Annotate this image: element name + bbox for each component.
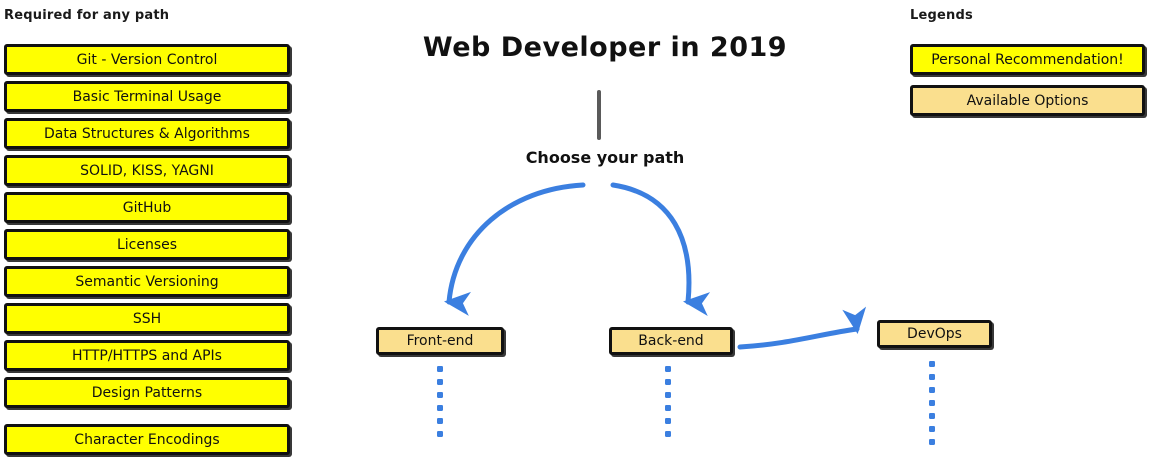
arrow-to-back-end bbox=[610, 182, 711, 316]
path-box-front-end[interactable]: Front-end bbox=[376, 327, 504, 355]
dotted-continuation-front-end bbox=[437, 366, 443, 437]
required-item-label: Licenses bbox=[116, 236, 178, 253]
required-item-label: SSH bbox=[132, 310, 162, 327]
required-item-http-https-and-apis[interactable]: HTTP/HTTPS and APIs bbox=[4, 340, 290, 371]
required-item-licenses[interactable]: Licenses bbox=[4, 229, 290, 260]
required-item-basic-terminal-usage[interactable]: Basic Terminal Usage bbox=[4, 81, 290, 112]
required-item-ssh[interactable]: SSH bbox=[4, 303, 290, 334]
legends-section-heading: Legends bbox=[910, 8, 973, 23]
path-box-devops[interactable]: DevOps bbox=[877, 320, 992, 348]
required-item-label: Semantic Versioning bbox=[75, 273, 219, 290]
required-item-github[interactable]: GitHub bbox=[4, 192, 290, 223]
path-label: Front-end bbox=[406, 333, 474, 349]
title-stem-line bbox=[597, 90, 601, 140]
required-item-label: SOLID, KISS, YAGNI bbox=[80, 162, 214, 179]
required-item-label: GitHub bbox=[122, 199, 172, 216]
arrow-to-front-end bbox=[444, 182, 586, 316]
required-item-design-patterns[interactable]: Design Patterns bbox=[4, 377, 290, 408]
required-item-label: Git - Version Control bbox=[76, 51, 218, 68]
legend-available-options: Available Options bbox=[910, 85, 1145, 116]
required-item-label: HTTP/HTTPS and APIs bbox=[72, 347, 222, 364]
path-label: DevOps bbox=[907, 326, 962, 342]
legend-label: Personal Recommendation! bbox=[931, 51, 1124, 68]
required-item-solid-kiss-yagni[interactable]: SOLID, KISS, YAGNI bbox=[4, 155, 290, 186]
required-item-semantic-versioning[interactable]: Semantic Versioning bbox=[4, 266, 290, 297]
choose-your-path-label: Choose your path bbox=[525, 148, 685, 167]
required-item-label: Character Encodings bbox=[74, 431, 220, 448]
required-section-heading: Required for any path bbox=[4, 8, 170, 23]
legend-label: Available Options bbox=[966, 92, 1089, 109]
required-item-label: Basic Terminal Usage bbox=[72, 88, 222, 105]
legend-personal-recommendation: Personal Recommendation! bbox=[910, 44, 1145, 75]
page-title: Web Developer in 2019 bbox=[422, 32, 788, 63]
path-label: Back-end bbox=[638, 333, 704, 349]
arrow-back-end-to-devops bbox=[737, 306, 867, 350]
path-box-back-end[interactable]: Back-end bbox=[609, 327, 733, 355]
required-item-label: Data Structures & Algorithms bbox=[44, 125, 250, 142]
required-item-git-version-control[interactable]: Git - Version Control bbox=[4, 44, 290, 75]
required-item-data-structures-algorithms[interactable]: Data Structures & Algorithms bbox=[4, 118, 290, 149]
required-item-character-encodings[interactable]: Character Encodings bbox=[4, 424, 290, 455]
dotted-continuation-back-end bbox=[665, 366, 671, 437]
dotted-continuation-devops bbox=[929, 361, 935, 445]
required-item-label: Design Patterns bbox=[91, 384, 203, 401]
